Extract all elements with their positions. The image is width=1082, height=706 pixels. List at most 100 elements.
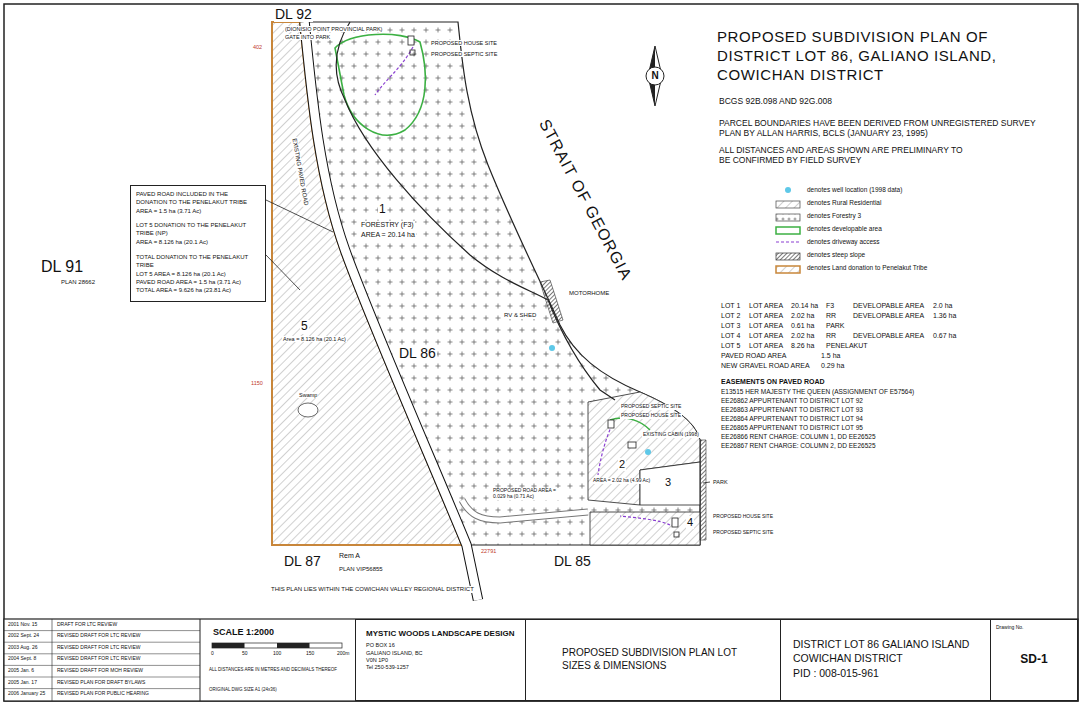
legend-sample (776, 253, 800, 260)
map-label: EXISTING PAVED ROAD (291, 137, 310, 207)
node-text: LOT 5 DONATION TO THE PENELAKUT TRIBE (N… (136, 222, 260, 238)
sheet-frame (4, 4, 1078, 701)
map-label: PLAN VIP56855 (338, 566, 384, 573)
lot-table-cell: LOT 4 (720, 332, 741, 340)
drawing-title: PROPOSED SUBDIVISION PLAN OF DISTRICT LO… (716, 28, 1061, 84)
lot-table-cell: 0.29 ha (820, 362, 845, 370)
node-text: TOTAL DONATION TO THE PENELAKUT TRIBE (136, 254, 260, 270)
legend-sample (776, 241, 800, 242)
legend-text: denotes developable area (806, 225, 883, 232)
node-text: PAVED ROAD AREA = 1.5 ha (3.71 Ac) (136, 279, 260, 287)
leader-line (266, 200, 333, 232)
lot-table-cell: LOT AREA (748, 312, 784, 320)
title-block-text: 2006 January 25 (7, 691, 46, 697)
lot-table-cell: 20.14 ha (790, 302, 819, 310)
title-block-text: REVISED DRAFT FOR LTC REVIEW (56, 633, 141, 639)
map-label: 5 (300, 320, 309, 334)
title-block (4, 619, 1078, 701)
legend-sample (776, 201, 800, 208)
node-text: TOTAL AREA = 9.626 ha (23.81 Ac) (136, 287, 260, 295)
easement-note: EE26862 APPURTENANT TO DISTRICT LOT 92 (720, 397, 864, 404)
title-block-text: 2005 Jan. 6 (7, 668, 35, 674)
map-label: 1 (378, 203, 387, 217)
lot-2-rural (588, 392, 700, 505)
title-block-text: REVISED DRAFT FOR MOH REVIEW (56, 668, 144, 674)
node-text: AREA = 8.126 ha (20.1 Ac) (136, 239, 260, 247)
plan-note: ALL DISTANCES AND AREAS SHOWN ARE PRELIM… (718, 146, 968, 166)
plan-note: BCGS 92B.098 AND 92G.008 (718, 97, 833, 107)
map-label: PROPOSED ROAD AREA = 0.029 ha (0.71 Ac) (492, 488, 564, 500)
title-block-text: DRAFT FOR LTC REVIEW (56, 622, 118, 628)
lot-table-cell: LOT AREA (748, 322, 784, 330)
legend-text: denotes well location (1998 data) (806, 186, 903, 193)
lot-1-forestry (272, 22, 700, 545)
title-block-text: REVISED DRAFT FOR LTC REVIEW (56, 645, 141, 651)
map-label: DL 91 (40, 258, 84, 276)
well-dot (549, 345, 555, 351)
lot-table-cell: DEVELOPABLE AREA (852, 312, 925, 320)
node-text: PID : 008-015-961 (793, 667, 980, 681)
paved-road (305, 22, 479, 600)
lot-table-cell: LOT AREA (748, 332, 784, 340)
lot-table-cell: DEVELOPABLE AREA (852, 332, 925, 340)
title-block-text: 2002 Sept. 24 (7, 633, 40, 639)
callout-box: PAVED ROAD INCLUDED IN THE DONATION TO T… (130, 185, 266, 302)
map-label: RV & SHED (503, 312, 537, 319)
easement-note: EE26865 APPURTENANT TO DISTRICT LOT 95 (720, 424, 864, 431)
plan-title-box: PROPOSED SUBDIVISION PLAN LOT SIZES & DI… (525, 619, 781, 701)
map-label: N (650, 70, 659, 82)
map-label: GATE INTO PARK (284, 34, 331, 40)
well-dot (645, 449, 651, 455)
scale-bar (212, 643, 245, 648)
legend-sample (776, 227, 800, 234)
map-label: DL 92 (274, 6, 313, 22)
lot-table-cell: 0.67 ha (932, 332, 957, 340)
leader-line (266, 255, 300, 290)
map-label: MOTORHOME (568, 290, 610, 297)
scale-bar (277, 643, 310, 648)
easement-note: EE26867 RENT CHARGE: COLUMN 2, DD EE2652… (720, 442, 877, 449)
legend-text: denotes Forestry 3 (806, 212, 862, 219)
septic-site-symbol (410, 50, 415, 55)
lot-4-rural (590, 512, 700, 545)
lot-table-cell: LOT 2 (720, 312, 741, 320)
node-text: PO BOX 16 (366, 642, 515, 649)
easement-note: EASEMENTS ON PAVED ROAD (720, 378, 826, 386)
lot-table-cell: 0.61 ha (790, 322, 815, 330)
map-label: PROPOSED SEPTIC SITE (620, 404, 682, 410)
lot-table-cell: LOT AREA (748, 302, 784, 310)
plan-note: PARCEL BOUNDARIES HAVE BEEN DERIVED FROM… (718, 119, 1048, 139)
node-text: V0N 1P0 (366, 657, 515, 664)
legend-text: denotes Rural Residential (806, 199, 882, 206)
company-box: MYSTIC WOODS LANDSCAPE DESIGNPO BOX 16GA… (355, 619, 526, 701)
title-block-text: 200m (336, 651, 351, 657)
lot-table-cell: LOT 5 (720, 342, 741, 350)
map-label: Swamp (298, 392, 318, 398)
house-site-symbol (608, 420, 614, 428)
title-block-text: REVISED DRAFT FOR LTC REVIEW (56, 656, 141, 662)
legend-text: denotes Land donation to Penelakut Tribe (806, 264, 928, 271)
lot-table-cell: 1.36 ha (932, 312, 957, 320)
easement-note: EE26864 APPURTENANT TO DISTRICT LOT 94 (720, 415, 864, 422)
gravel-road-edge (462, 500, 588, 520)
swamp-outline (298, 403, 318, 417)
title-block-text: ORIGINAL DWG SIZE A1 (24x36) (208, 687, 278, 692)
node-text: GALIANO ISLAND, BC (366, 650, 515, 657)
node-text: PROPOSED SUBDIVISION PLAN LOT SIZES & DI… (562, 646, 747, 672)
lot-table-cell: LOT 3 (720, 322, 741, 330)
house-site-symbol (408, 36, 414, 45)
map-label: 1150 (250, 380, 264, 386)
lot-table-cell: PENELAKUT (825, 342, 869, 350)
map-label: FORESTRY (F3) (360, 221, 415, 229)
driveway-access (620, 516, 670, 525)
map-label: 402 (252, 44, 263, 50)
node-text: Drawing No. (996, 624, 1072, 630)
map-label: PARK (712, 479, 729, 485)
map-label: STRAIT OF GEORGIA (534, 116, 635, 285)
map-label: AREA = 20.14 ha (360, 231, 416, 239)
lot-table-cell: 8.26 ha (790, 342, 815, 350)
map-label: 3 (664, 476, 672, 489)
paved-road-edge (305, 22, 479, 600)
map-label: Area = 8.126 ha (20.1 Ac) (282, 336, 347, 342)
node-text: AREA = 1.5 ha (3.71 Ac) (136, 208, 260, 216)
